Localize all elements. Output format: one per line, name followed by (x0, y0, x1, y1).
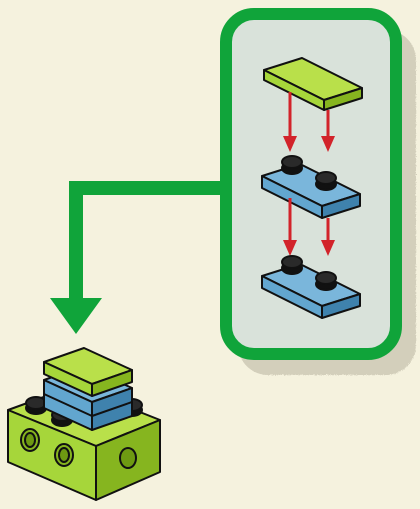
red-arrow-icon (283, 198, 297, 256)
blue-plate-top-icon (261, 155, 361, 219)
red-arrow-icon (321, 110, 335, 152)
blue-plate-bottom-icon (261, 255, 361, 319)
red-arrow-icon (321, 218, 335, 256)
flow-arrow-icon (50, 181, 226, 334)
assembled-model-icon (7, 347, 161, 501)
red-arrow-icon (283, 92, 297, 152)
green-tile-icon (263, 57, 363, 111)
